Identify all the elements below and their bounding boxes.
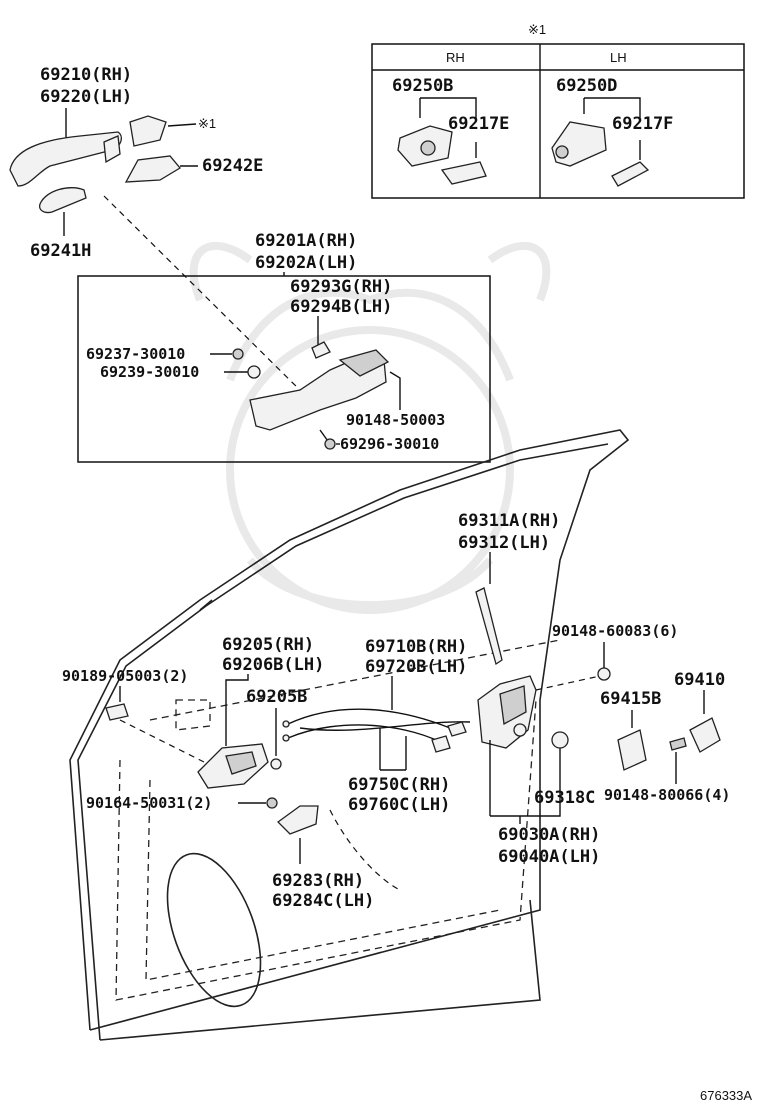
inside-handle-bezel <box>277 805 319 835</box>
label-69296: 69296-30010 <box>340 435 439 453</box>
handle-frame-box: 69201A(RH) 69202A(LH) 69293G(RH) 69294B(… <box>77 231 491 463</box>
inset-rh-lh-box: ※1 RH LH 69250B 69217E 69250D 69217F <box>371 22 745 199</box>
label-90148-60083: 90148-60083(6) <box>552 622 678 640</box>
label-69294b: 69294B(LH) <box>290 297 392 317</box>
lh-cover-cap <box>611 161 650 187</box>
striker-group: 69410 69415B 90148-80066(4) <box>600 670 730 804</box>
lock-rod <box>475 587 503 666</box>
label-90148-80066: 90148-80066(4) <box>604 786 730 804</box>
lh-key-cylinder-cover <box>551 121 607 167</box>
label-69710b: 69710B(RH) <box>365 637 467 657</box>
inset-col-rh: RH <box>446 50 465 65</box>
handle-pad-69241h <box>38 187 87 214</box>
label-69237: 69237-30010 <box>86 345 185 363</box>
inset-frame <box>371 43 745 199</box>
label-69760c: 69760C(LH) <box>348 795 450 815</box>
label-69201a: 69201A(RH) <box>255 231 357 251</box>
outside-handle-group: 69210(RH) 69220(LH) ※1 69242E 69241H <box>9 65 311 401</box>
label-90148-50003: 90148-50003 <box>346 411 445 429</box>
door-panel-outline <box>69 429 630 1041</box>
label-69750c: 69750C(RH) <box>348 775 450 795</box>
lock-rod-group: 69311A(RH) 69312(LH) <box>458 511 560 666</box>
diagram-id: 676333A <box>700 1088 752 1103</box>
label-69720b: 69720B(LH) <box>365 657 467 677</box>
label-69293g: 69293G(RH) <box>290 277 392 297</box>
clip-90189 <box>105 703 129 721</box>
key-cylinder-cover-ref <box>129 115 167 147</box>
label-90189: 90189-05003(2) <box>62 667 188 685</box>
label-69242e: 69242E <box>202 156 263 176</box>
label-69241h: 69241H <box>30 241 91 261</box>
label-69250d: 69250D <box>556 76 617 96</box>
label-69040a: 69040A(LH) <box>498 847 600 867</box>
outside-door-handle <box>9 131 123 187</box>
outside-handle-frame <box>249 355 387 431</box>
screw-90148-60083 <box>597 667 611 681</box>
door-lock-assembly: 90148-60083(6) 69318C 69030A(RH) 69040A(… <box>477 622 678 867</box>
frame-box-outline <box>77 275 491 463</box>
grommet-69318c <box>551 731 569 749</box>
label-69210: 69210(RH) <box>40 65 132 85</box>
label-69202a: 69202A(LH) <box>255 253 357 273</box>
label-69283: 69283(RH) <box>272 871 364 891</box>
lock-remote-cable-1 <box>287 708 451 729</box>
label-69205: 69205(RH) <box>222 635 314 655</box>
handle-pad-69242e <box>124 155 181 183</box>
label-69220: 69220(LH) <box>40 87 132 107</box>
label-69415b: 69415B <box>600 689 661 709</box>
watermark-emblem <box>189 241 551 614</box>
striker-plate <box>617 729 647 771</box>
label-69206b: 69206B(LH) <box>222 655 324 675</box>
label-69239: 69239-30010 <box>100 363 199 381</box>
rh-cover-cap <box>440 161 487 185</box>
label-69217f: 69217F <box>612 114 673 134</box>
door-lock-striker <box>689 717 721 753</box>
label-90164: 90164-50031(2) <box>86 794 212 812</box>
label-69318c: 69318C <box>534 788 595 808</box>
inset-col-lh: LH <box>610 50 627 65</box>
label-69217e: 69217E <box>448 114 509 134</box>
leader-handle-to-frame <box>103 195 311 401</box>
label-69312: 69312(LH) <box>458 533 550 553</box>
label-69205b: 69205B <box>246 687 307 707</box>
label-69410: 69410 <box>674 670 725 690</box>
inset-ref-mark: ※1 <box>528 22 546 37</box>
label-69250b: 69250B <box>392 76 453 96</box>
label-ref-1: ※1 <box>198 116 216 131</box>
screw-90148-80066 <box>669 737 687 751</box>
label-69284c: 69284C(LH) <box>272 891 374 911</box>
lock-remote-cable-2 <box>287 724 449 747</box>
label-69030a: 69030A(RH) <box>498 825 600 845</box>
label-69311a: 69311A(RH) <box>458 511 560 531</box>
inside-handle-group: 90189-05003(2) 69205(RH) 69206B(LH) 6920… <box>62 635 471 911</box>
handle-frame-seal <box>311 341 331 359</box>
